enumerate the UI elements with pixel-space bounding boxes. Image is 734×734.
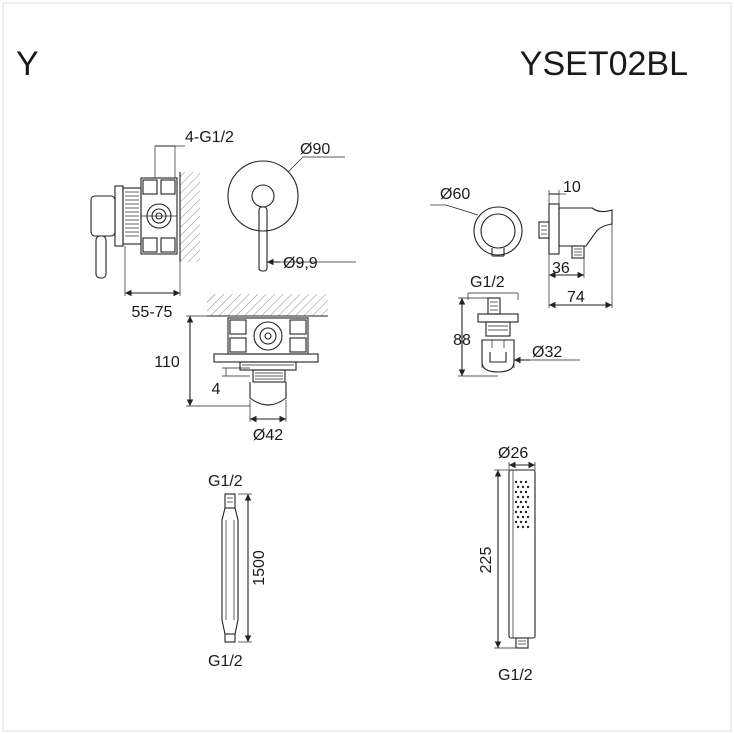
- brand-letter: Y: [16, 45, 39, 83]
- hose-top-nut: [224, 493, 236, 509]
- dim-hose-length: 1500: [251, 550, 268, 586]
- dim-offset: 4: [212, 381, 221, 398]
- model-code: YSET02BL: [520, 45, 688, 83]
- spray-nozzles: [514, 480, 530, 529]
- dim-elbow-outlet: 36: [552, 260, 570, 277]
- mixer-top-view: 110 4 Ø42: [154, 294, 328, 444]
- dim-mixer-height: 110: [154, 354, 180, 371]
- dim-handshower-thread: G1/2: [498, 667, 533, 684]
- shower-holder-view: G1/2 88 Ø32: [453, 274, 580, 377]
- elbow-flange: [548, 203, 560, 255]
- dim-elbow-depth: 10: [563, 179, 581, 196]
- dim-elbow-diameter: Ø60: [440, 186, 470, 203]
- shower-hose-view: G1/2 G1/2 1500: [208, 473, 268, 670]
- lever-hub: [251, 184, 275, 208]
- dim-hose-thread-top: G1/2: [208, 473, 243, 490]
- dim-holder-height: 88: [453, 332, 471, 349]
- dim-plate-diameter: Ø90: [300, 141, 330, 158]
- mixer-body-top: [227, 317, 309, 355]
- wall-elbow-front: Ø60: [430, 186, 523, 257]
- mixer-side-view: 4-G1/2 55-75: [90, 129, 234, 321]
- spout-base: [249, 382, 287, 406]
- mixer-front-view: Ø90 Ø9,9: [227, 141, 356, 272]
- dim-holder-diameter: Ø32: [532, 344, 562, 361]
- wall-hatch-side: [180, 172, 200, 262]
- wall-elbow-side: 10 36 74: [538, 179, 613, 309]
- dim-lever-diameter: Ø9,9: [283, 255, 318, 272]
- dim-elbow-thread: G1/2: [470, 274, 505, 291]
- dim-install-depth: 55-75: [132, 304, 173, 321]
- lever-side: [90, 195, 116, 237]
- thread-ribs: [125, 191, 139, 237]
- elbow-plate: [473, 206, 523, 256]
- hose-body: [221, 507, 239, 635]
- cover-plate: [227, 160, 299, 232]
- hand-shower-thread: [515, 637, 529, 649]
- dim-spout-diameter: Ø42: [253, 427, 283, 444]
- holder-flange: [477, 313, 519, 323]
- hose-bottom-nut: [224, 633, 236, 643]
- dim-handshower-diameter: Ø26: [498, 445, 528, 462]
- dim-hose-thread-bottom: G1/2: [208, 653, 243, 670]
- dim-inlet-thread: 4-G1/2: [185, 129, 234, 146]
- elbow-body: [558, 207, 613, 247]
- hand-shower-view: Ø26 G1/2 225: [478, 445, 536, 684]
- wall-hatch-top: [207, 294, 328, 316]
- dim-handshower-length: 225: [478, 547, 495, 574]
- holder-cup: [481, 339, 515, 373]
- lever-front: [258, 206, 268, 272]
- dim-elbow-length: 74: [567, 289, 585, 306]
